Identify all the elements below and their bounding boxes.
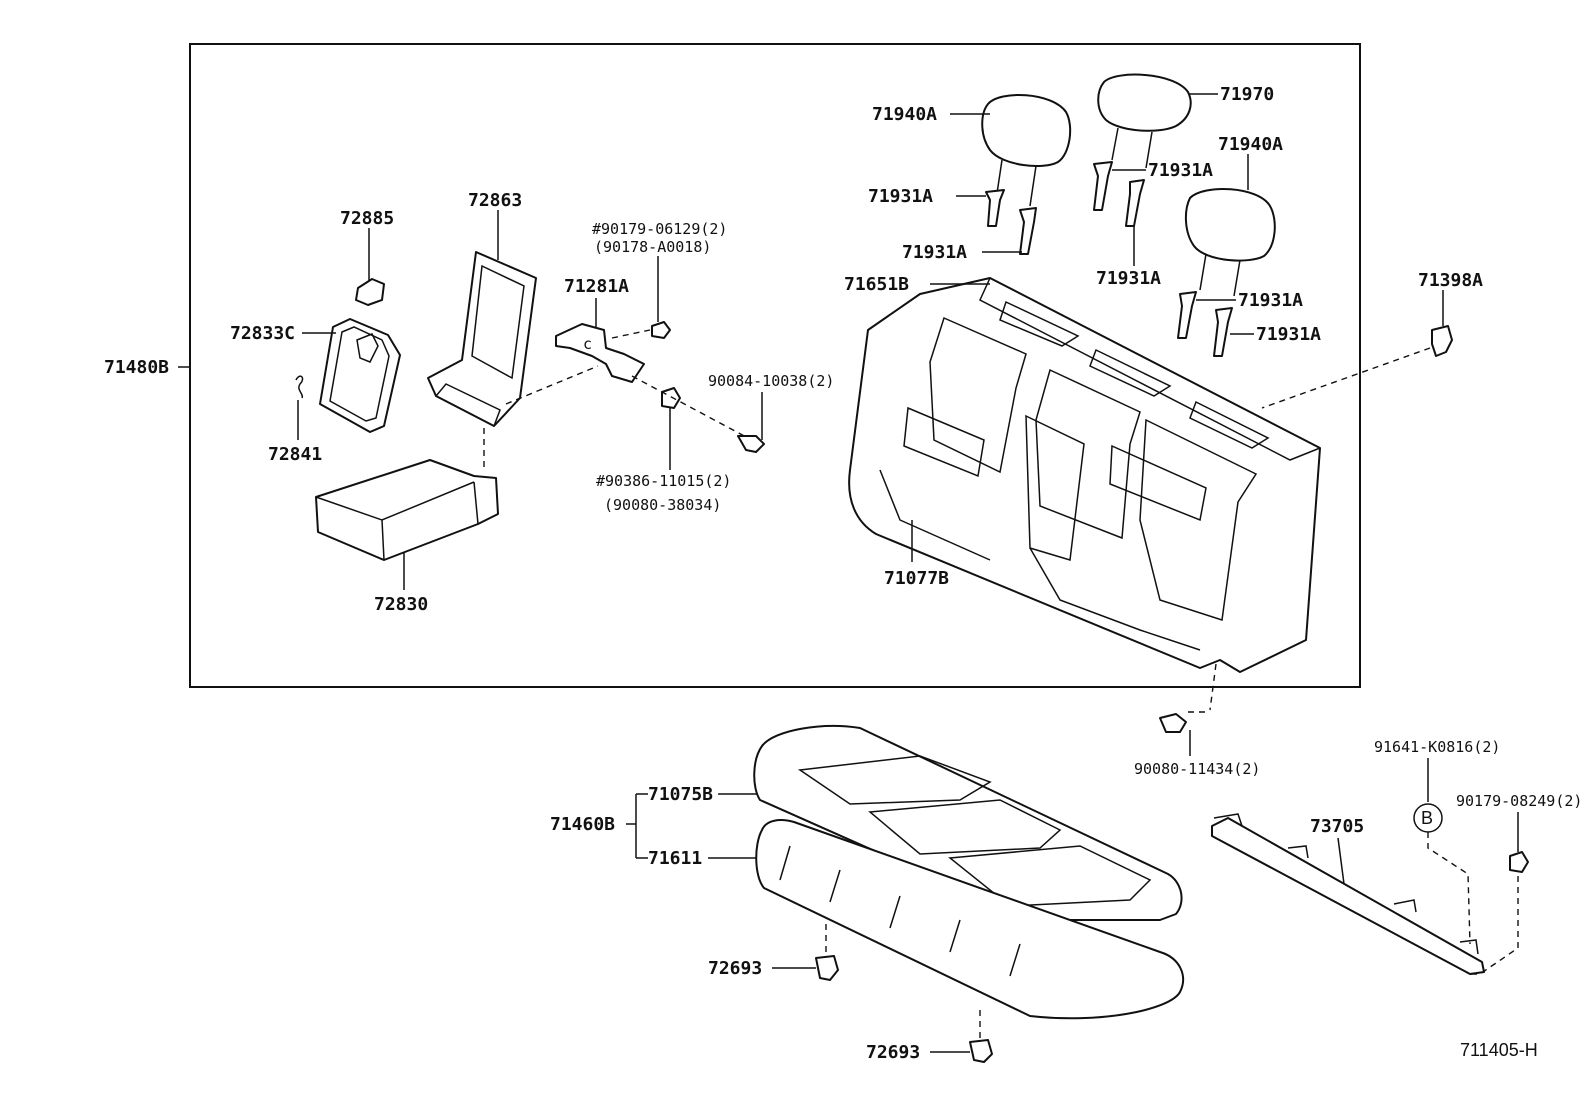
label-72693-a[interactable]: 72693: [708, 958, 762, 979]
part-71611-cushion-pad[interactable]: [755, 819, 1185, 1020]
dash-72863-to-bracket: [505, 365, 599, 405]
label-71077b[interactable]: 71077B: [884, 568, 949, 589]
label-71940a-right[interactable]: 71940A: [1218, 134, 1283, 155]
dash-90179-08249: [1470, 876, 1519, 975]
part-72833c-latch: [356, 333, 379, 363]
label-72833c[interactable]: 72833C: [230, 323, 295, 344]
dash-callout-b: [1427, 832, 1471, 945]
bracket-letter: c: [583, 335, 592, 353]
part-90179-bolt[interactable]: [651, 321, 671, 339]
part-71931a-guide-2[interactable]: [1019, 207, 1037, 255]
part-71931a-guide-6[interactable]: [1213, 307, 1233, 357]
diagram-code: 711405-H: [1460, 1040, 1538, 1060]
label-71611[interactable]: 71611: [648, 848, 702, 869]
label-71970[interactable]: 71970: [1220, 84, 1274, 105]
part-71940a-left-headrest[interactable]: [981, 94, 1072, 207]
dash-71398a-to-back: [1261, 347, 1431, 409]
part-72863-frame-base: [434, 383, 501, 428]
label-90178-a0018[interactable]: (90178-A0018): [594, 238, 711, 256]
part-72833c-lid[interactable]: [319, 318, 401, 433]
dash-back-to-bolt: [1209, 663, 1217, 711]
part-73705-stay[interactable]: [1211, 813, 1485, 975]
label-71281a[interactable]: 71281A: [564, 276, 629, 297]
dash-90179-to-bracket: [611, 329, 651, 339]
label-90386-11015[interactable]: #90386-11015(2): [596, 472, 731, 490]
label-72863[interactable]: 72863: [468, 190, 522, 211]
part-72693-clip-a[interactable]: [815, 955, 839, 981]
part-72863-frame-inner: [471, 264, 525, 380]
label-90080-38034[interactable]: (90080-38034): [604, 496, 721, 514]
part-90179-08249-nut[interactable]: [1509, 851, 1529, 873]
part-71398a-clip[interactable]: [1431, 325, 1453, 357]
part-71931a-guide-4[interactable]: [1125, 179, 1145, 227]
part-90386-nut[interactable]: [661, 387, 681, 409]
part-72693-clip-b[interactable]: [969, 1039, 993, 1063]
label-71931a-4[interactable]: 71931A: [1096, 268, 1161, 289]
callout-b-letter: B: [1421, 808, 1433, 828]
part-90080-11434-bolt[interactable]: [1159, 713, 1187, 733]
label-71931a-5[interactable]: 71931A: [1238, 290, 1303, 311]
label-72841[interactable]: 72841: [268, 444, 322, 465]
part-72885-pad[interactable]: [355, 278, 385, 306]
label-71931a-3[interactable]: 71931A: [1148, 160, 1213, 181]
part-71970-center-headrest[interactable]: [1097, 73, 1192, 169]
part-71931a-guide-3[interactable]: [1093, 161, 1113, 211]
label-91641-k0816[interactable]: 91641-K0816(2): [1374, 738, 1500, 756]
label-71940a-left[interactable]: 71940A: [872, 104, 937, 125]
label-90179-08249[interactable]: 90179-08249(2): [1456, 792, 1582, 810]
label-71931a-2[interactable]: 71931A: [902, 242, 967, 263]
label-72830[interactable]: 72830: [374, 594, 428, 615]
part-71077b-seatback-cover[interactable]: [879, 316, 1258, 651]
part-72841-spring[interactable]: [295, 375, 304, 399]
label-73705[interactable]: 73705: [1310, 816, 1364, 837]
label-assembly-backrest[interactable]: 71480B: [104, 357, 169, 378]
label-71460b[interactable]: 71460B: [550, 814, 615, 835]
part-71651b-seatback-frame[interactable]: [848, 277, 1321, 673]
label-71398a[interactable]: 71398A: [1418, 270, 1483, 291]
part-71931a-guide-5[interactable]: [1177, 291, 1197, 339]
label-71651b[interactable]: 71651B: [844, 274, 909, 295]
bracket-71460b: [626, 793, 648, 859]
label-90080-11434[interactable]: 90080-11434(2): [1134, 760, 1260, 778]
part-72833c-lid-inner: [329, 326, 390, 422]
backrest-assembly-frame: [189, 43, 1361, 688]
label-71075b[interactable]: 71075B: [648, 784, 713, 805]
part-72830-armrest-edge: [315, 481, 479, 561]
leader-73705: [1337, 837, 1345, 885]
label-90179-06129[interactable]: #90179-06129(2): [592, 220, 727, 238]
label-71931a-6[interactable]: 71931A: [1256, 324, 1321, 345]
part-71931a-guide-1[interactable]: [985, 189, 1005, 227]
part-71281a-bracket[interactable]: [555, 323, 645, 383]
label-72885[interactable]: 72885: [340, 208, 394, 229]
label-90084-10038[interactable]: 90084-10038(2): [708, 372, 834, 390]
part-90084-screw[interactable]: [737, 435, 765, 453]
label-71931a-1[interactable]: 71931A: [868, 186, 933, 207]
part-71940a-right-headrest[interactable]: [1184, 188, 1276, 297]
label-72693-b[interactable]: 72693: [866, 1042, 920, 1063]
